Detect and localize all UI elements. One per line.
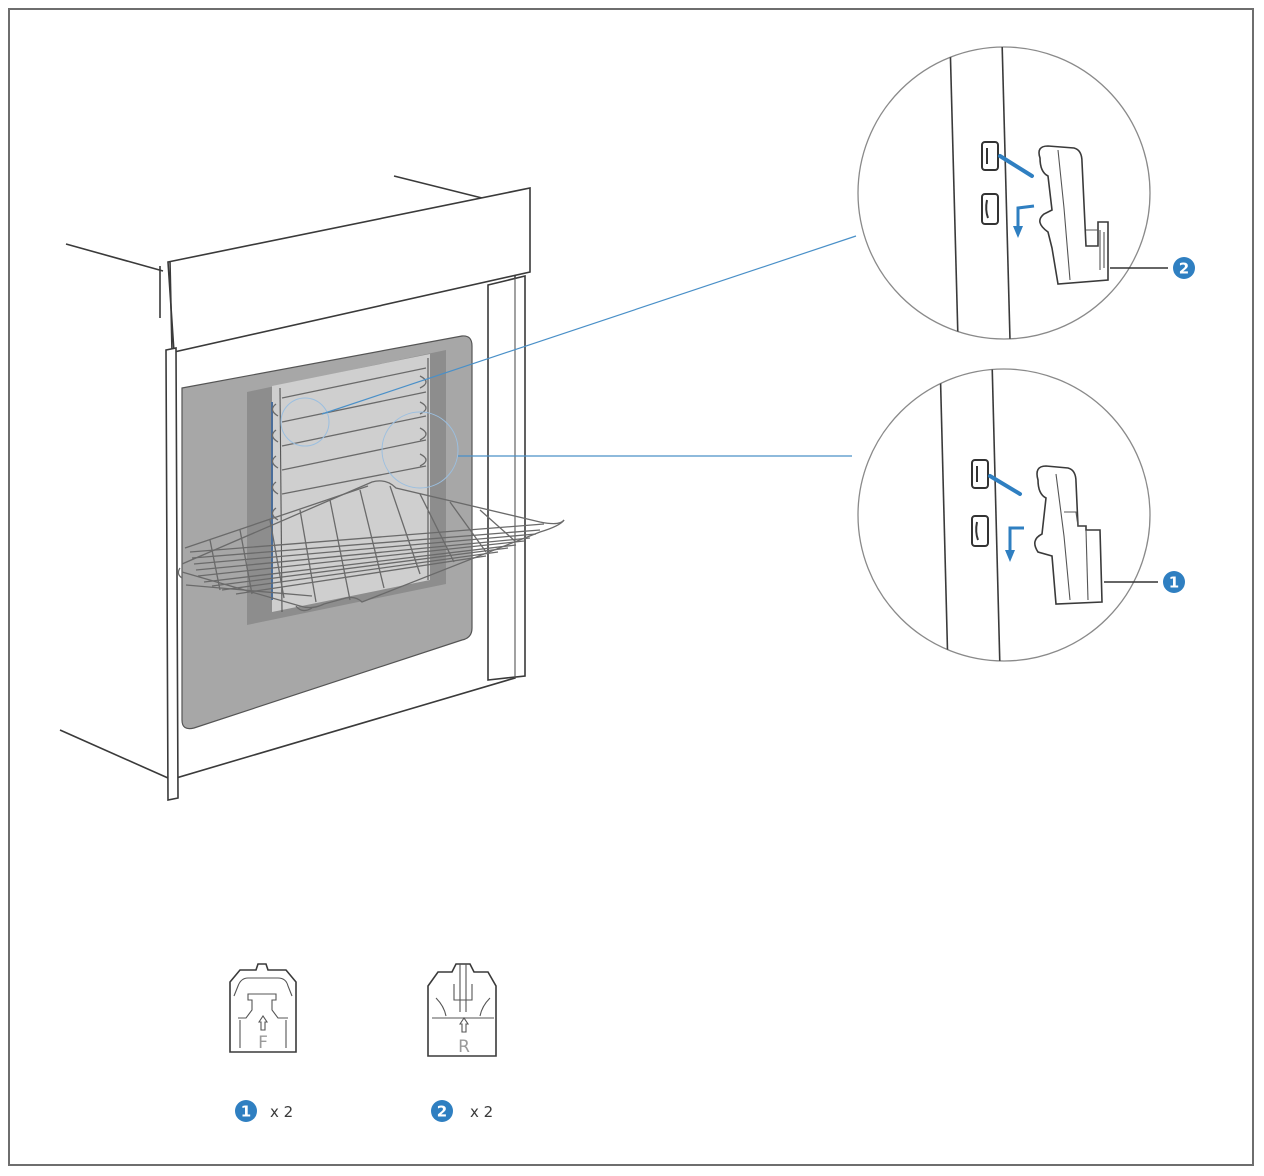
part-2-badge: 2 <box>431 1100 453 1122</box>
oven-left-post <box>165 347 179 801</box>
part-1-front-clip: F <box>229 963 297 1053</box>
part-2-quantity: x 2 <box>470 1103 493 1121</box>
wire-rack <box>177 480 565 612</box>
part-1-badge: 1 <box>235 1100 257 1122</box>
control-panel <box>167 187 531 353</box>
leader-lines <box>321 235 857 457</box>
svg-text:R: R <box>458 1037 470 1057</box>
callout-badge-2: 2 <box>1173 257 1195 279</box>
part-2-rear-clip: R <box>427 963 497 1057</box>
oven-illustration <box>59 175 565 801</box>
svg-text:1: 1 <box>1169 574 1179 592</box>
svg-text:1: 1 <box>241 1103 251 1121</box>
part-1-quantity: x 2 <box>270 1103 293 1121</box>
callout-badge-1: 1 <box>1163 571 1185 593</box>
oven-side-frame <box>487 274 526 681</box>
callout-detail-bottom: 1 <box>857 368 1185 662</box>
callout-detail-top: 2 <box>857 46 1195 340</box>
zoom-markers <box>280 397 459 489</box>
diagram-frame <box>8 8 1254 1166</box>
parts-legend: F 1 x 2 R 2 x 2 <box>229 963 497 1122</box>
svg-text:F: F <box>258 1033 268 1053</box>
svg-text:2: 2 <box>437 1103 447 1121</box>
svg-text:2: 2 <box>1179 260 1189 278</box>
cabinet-outline <box>59 175 491 779</box>
